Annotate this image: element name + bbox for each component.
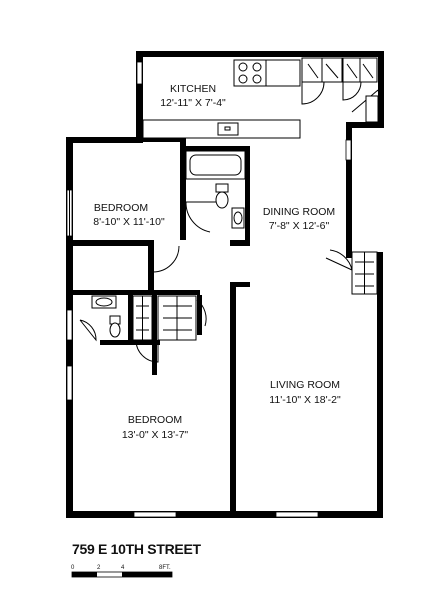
room-labels: KITCHEN 12'-11" X 7'-4" BEDROOM 8'-10" X… — [93, 83, 341, 441]
interior-walls — [73, 137, 250, 512]
bedroom-top-dims: 8'-10" X 11'-10" — [93, 216, 165, 228]
living-dims: 11'-10" X 18'-2" — [269, 394, 341, 406]
bedroom-top-label: BEDROOM — [94, 202, 148, 214]
window — [136, 61, 143, 85]
bathroom-fixtures — [185, 150, 246, 233]
window — [345, 139, 352, 161]
kitchen-fixtures — [142, 57, 381, 139]
window — [133, 511, 177, 518]
bathtub — [185, 150, 246, 180]
bath-sink — [231, 207, 245, 229]
bedroom-bottom-dims: 13'-0" X 13'-7" — [122, 429, 189, 441]
dining-dims: 7'-8" X 12'-6" — [269, 220, 330, 232]
bedroom-bottom-label: BEDROOM — [128, 414, 182, 426]
scale-tick-0: 0 — [71, 565, 75, 571]
dining-label: DINING ROOM — [263, 206, 335, 218]
window — [66, 365, 73, 401]
windows — [66, 61, 352, 518]
scale-tick-2: 2 — [97, 565, 101, 571]
refrigerator — [265, 59, 301, 87]
window — [66, 309, 73, 341]
sink — [217, 122, 239, 136]
window — [275, 511, 319, 518]
kitchen-label: KITCHEN — [170, 83, 216, 95]
address-title: 759 E 10TH STREET — [72, 541, 201, 557]
toilet — [215, 183, 229, 193]
stove — [233, 59, 267, 87]
scale-unit: 8FT. — [159, 565, 171, 571]
scale-bar: 0 2 4 8FT. — [71, 565, 173, 578]
half-bath-fixtures — [79, 245, 378, 363]
living-label: LIVING ROOM — [270, 379, 340, 391]
scale-tick-4: 4 — [121, 565, 125, 571]
kitchen-dims: 12'-11" X 7'-4" — [160, 97, 226, 109]
